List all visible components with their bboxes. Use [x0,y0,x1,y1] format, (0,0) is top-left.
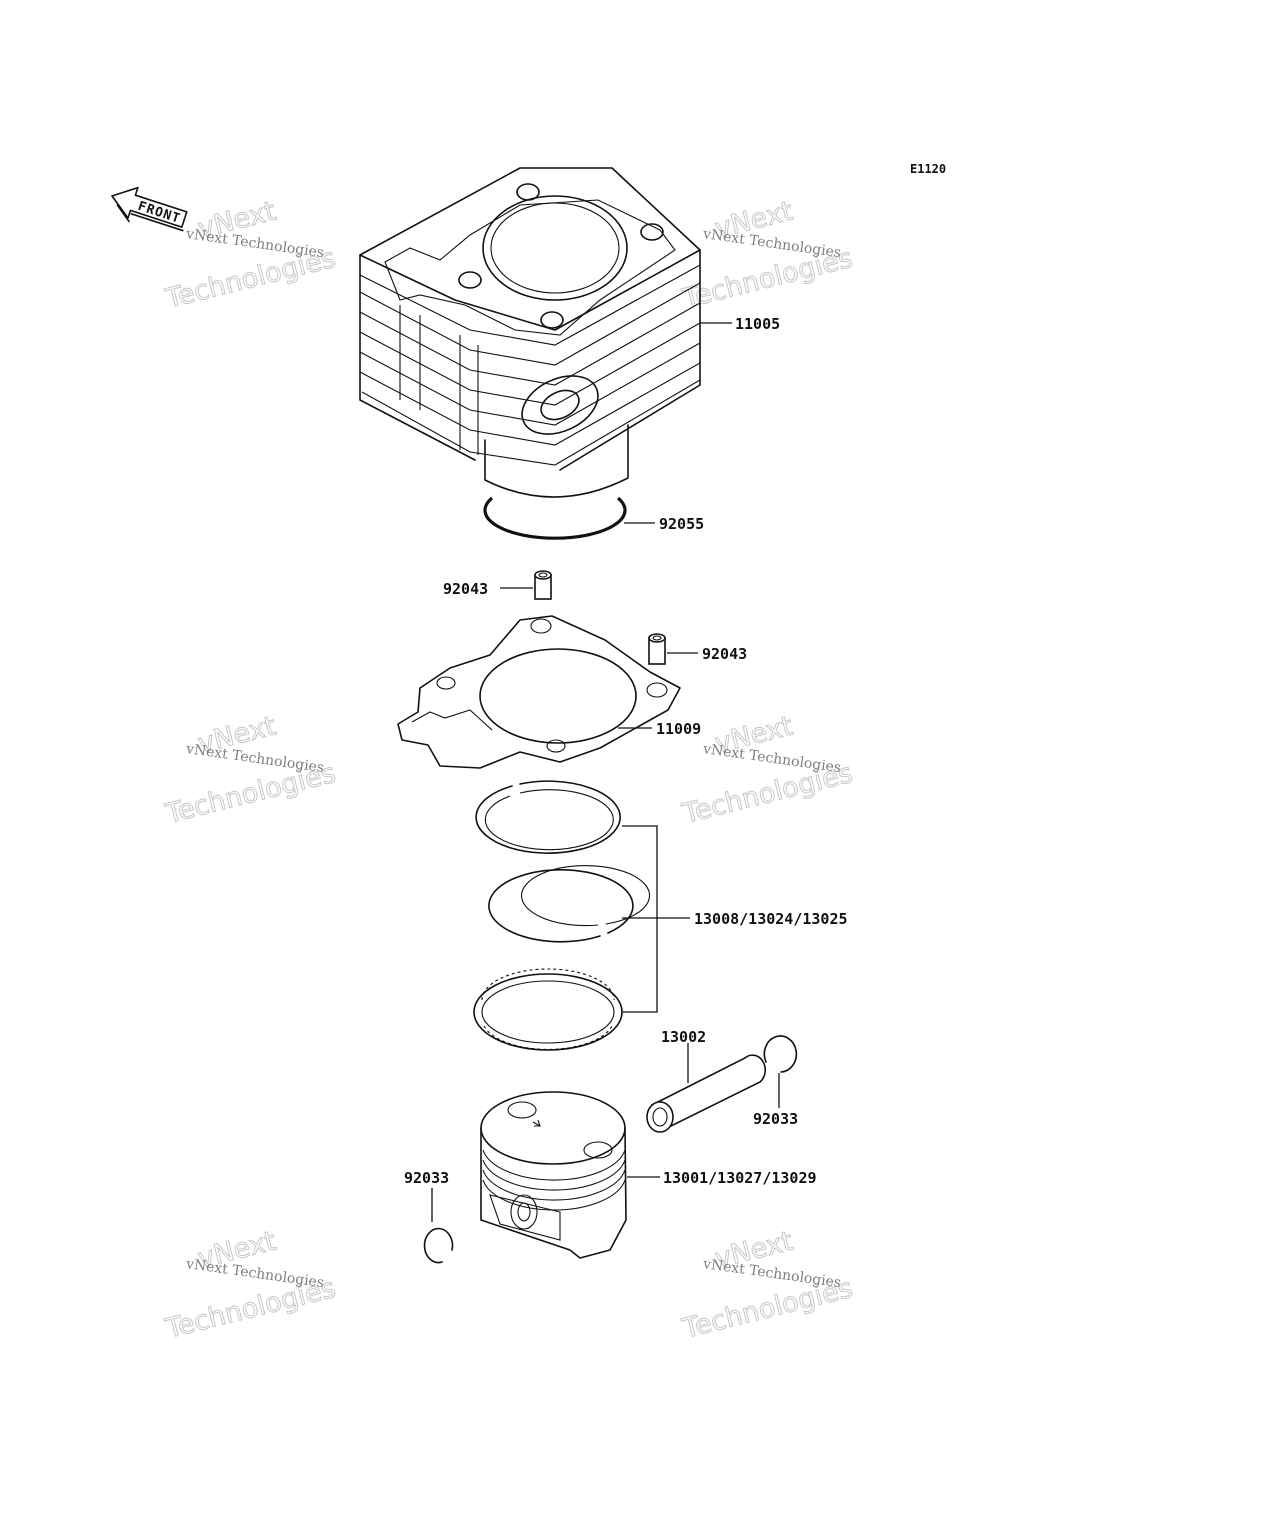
front-arrow-icon: FRONT [111,186,188,232]
watermark-bottom-right: vNext vNext Technologies Technologies [678,1225,856,1345]
svg-text:Technologies: Technologies [162,758,339,830]
piston-ring-oil [473,968,623,1051]
label-o-ring: 92055 [659,515,704,533]
label-piston: 13001/13027/13029 [663,1169,817,1187]
diagram-code: E1120 [910,162,946,176]
circlip-right [763,1035,798,1073]
piston-ring-top [475,780,621,854]
svg-text:Technologies: Technologies [679,243,856,315]
label-dowel-left: 92043 [443,580,488,598]
piston [480,1091,627,1259]
circlip-left [423,1227,454,1264]
label-circlip-left: 92033 [404,1169,449,1187]
svg-text:Technologies: Technologies [679,1273,856,1345]
label-dowel-right: 92043 [702,645,747,663]
watermark-top-right: vNext vNext Technologies Technologies [678,195,856,315]
label-piston-pin: 13002 [661,1028,706,1046]
svg-text:Technologies: Technologies [162,243,339,315]
watermark-bottom-left: vNext vNext Technologies Technologies [161,1225,339,1345]
label-piston-rings: 13008/13024/13025 [694,910,848,928]
svg-text:Technologies: Technologies [679,758,856,830]
svg-text:Technologies: Technologies [162,1273,339,1345]
watermark-top-left: vNext vNext Technologies Technologies [161,195,339,315]
o-ring [483,496,627,540]
dowel-pin-right [648,633,666,665]
watermark-mid-left: vNext vNext Technologies Technologies [161,710,339,830]
dowel-pin-left [534,570,552,600]
watermark-mid-right: vNext vNext Technologies Technologies [678,710,856,830]
label-circlip-right: 92033 [753,1110,798,1128]
label-gasket: 11009 [656,720,701,738]
cylinder-block [359,167,701,498]
label-cylinder: 11005 [735,315,780,333]
cylinder-gasket [397,615,681,769]
piston-pin [646,1054,766,1133]
piston-ring-second [488,865,651,943]
